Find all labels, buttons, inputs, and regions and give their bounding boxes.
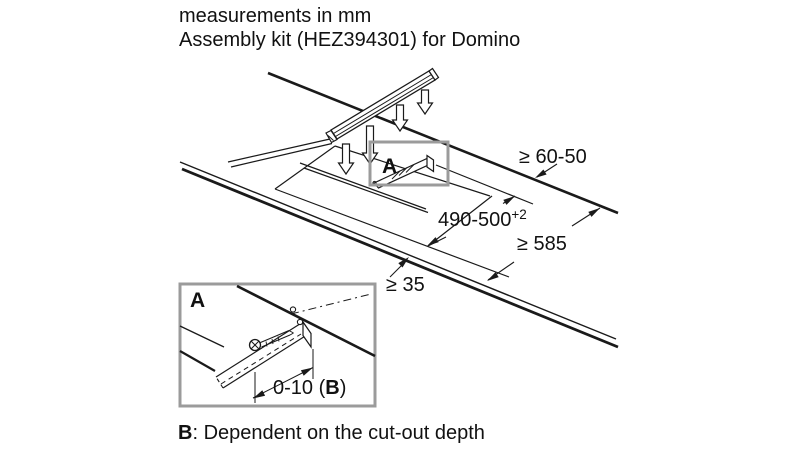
dim-arrowhead: [398, 257, 409, 268]
screw-tip-1: [288, 330, 294, 334]
dim-label-cutout-depth: 490-500+2: [438, 207, 527, 231]
mounting-rail: [325, 67, 440, 144]
rail-ridge-2: [335, 77, 434, 137]
overhang-arrowhead-right: [300, 367, 313, 376]
detail-strip-bottom: [222, 332, 311, 389]
press-arrow-4: [416, 89, 434, 116]
overhang-arrowhead-left: [253, 390, 266, 399]
rear-extension-line: [435, 164, 534, 205]
detail-worktop-edge: [236, 284, 376, 358]
dim-arrowhead-front: [427, 237, 439, 246]
strip-hole-2: [296, 318, 304, 326]
dim-arrowhead-front: [487, 272, 499, 281]
rail-profile-end: [325, 129, 338, 144]
dimension-front-clearance: ≥ 35: [386, 257, 425, 296]
detail-front-edge-top: [179, 325, 225, 348]
cutout-step-line-1: [299, 162, 427, 210]
dim-arrowhead-rear: [588, 208, 600, 217]
units-note: measurements in mm: [179, 5, 371, 27]
screw-thread-1: [265, 341, 268, 347]
press-arrow-3: [391, 104, 409, 133]
strip-hatch-1: [391, 170, 401, 180]
screw-thread-2: [271, 338, 274, 345]
screw-slot-2: [251, 341, 259, 349]
cutout-right-edge: [427, 195, 493, 247]
detail-front-edge-bottom: [179, 350, 216, 372]
cutout-step-line-2: [303, 167, 429, 214]
dim-arrowhead-rear: [503, 196, 515, 205]
kit-title: Assembly kit (HEZ394301) for Domino: [179, 29, 520, 51]
screw-tip-2: [289, 332, 294, 336]
detail-strip-flange: [302, 320, 312, 349]
support-strip-left-1: [227, 138, 331, 163]
detail-box: A 0-10 (B): [178, 282, 377, 408]
cutout-left-edge: [274, 145, 336, 190]
press-arrow-1: [337, 143, 355, 176]
dim-label-rear-clearance: ≥ 60-50: [519, 146, 587, 168]
rail-end-cap: [428, 67, 440, 81]
cutout-front-edge: [274, 188, 510, 278]
callout-frame: [368, 140, 450, 187]
dim-arrowhead: [535, 169, 547, 178]
screw-shaft-top: [260, 330, 290, 343]
dimension-rear-clearance: ≥ 60-50: [519, 146, 587, 178]
dimension-worktop-depth: ≥ 585: [487, 207, 601, 281]
dim-label-worktop-depth: ≥ 585: [517, 233, 567, 255]
rail-profile-notch: [327, 135, 334, 141]
detail-strip-left-hidden: [215, 376, 224, 389]
screw-thread-3: [277, 336, 280, 342]
worktop-front-edge-top: [179, 161, 617, 340]
strip-end-flange: [426, 154, 435, 173]
support-strip-left-2: [230, 142, 333, 168]
strip-hole-1: [289, 306, 297, 313]
dimension-cutout-depth: 490-500+2: [427, 195, 527, 246]
cutout-outline: [227, 138, 534, 278]
detail-box-label: A: [190, 289, 205, 312]
detail-strip-fill: [216, 322, 310, 388]
detail-strip-axis-hidden: [220, 333, 302, 385]
footnote: B: Dependent on the cut-out depth: [178, 422, 485, 444]
detail-centerline: [290, 293, 372, 315]
strip-hatch-2: [398, 167, 408, 176]
callout-label: A: [382, 155, 397, 178]
worktop-front-edge-bottom: [181, 167, 619, 349]
dim-label-overhang: 0-10 (B): [273, 377, 346, 399]
rail-ridge-1: [333, 74, 432, 134]
dim-label-front-clearance: ≥ 35: [386, 274, 425, 296]
detail-callout-marker: A: [368, 140, 450, 187]
strip-hatch-3: [405, 164, 415, 173]
